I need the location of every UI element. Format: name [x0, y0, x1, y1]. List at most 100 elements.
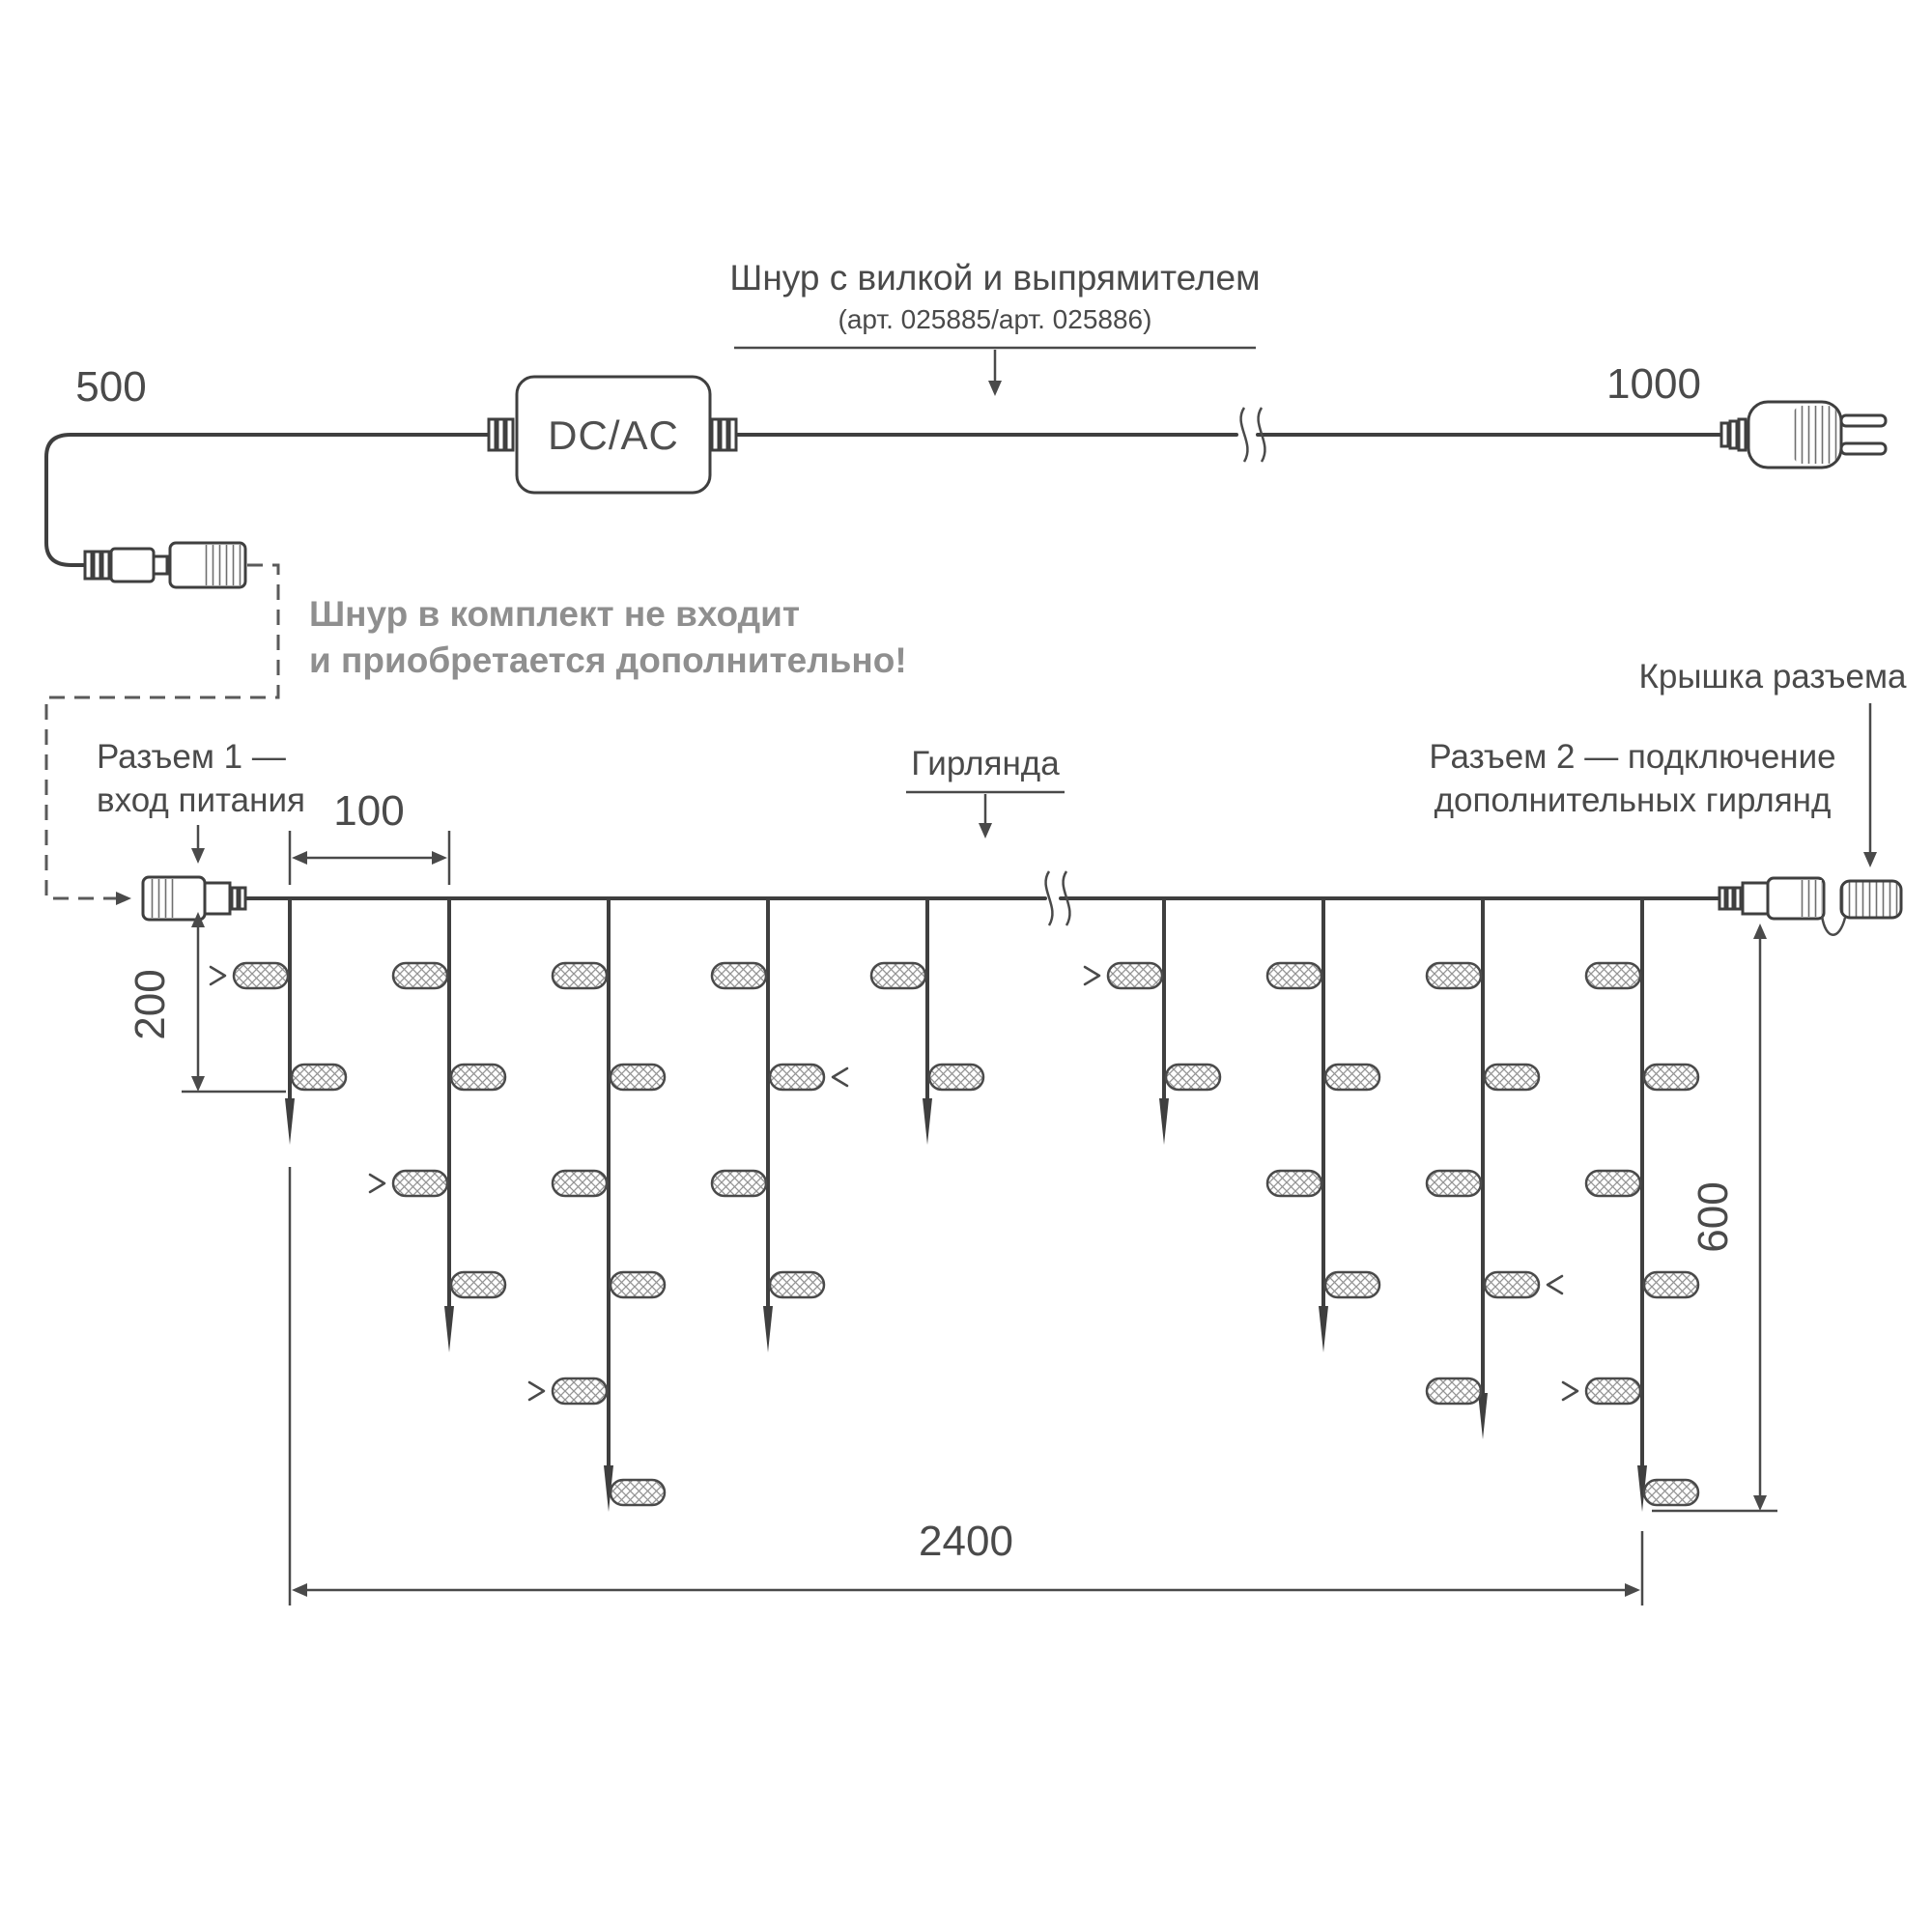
drop-tip	[763, 1306, 773, 1352]
drop-tip	[923, 1098, 932, 1145]
led-bulb-icon	[1584, 1169, 1642, 1198]
bulb-marker-arrow-icon	[1083, 965, 1101, 986]
cord-dim-right: 1000	[1606, 360, 1701, 408]
dim-max-drop-text: 600	[1690, 1181, 1737, 1252]
drop-tip	[1637, 1465, 1647, 1512]
led-bulb-icon	[1584, 961, 1642, 990]
cap-label: Крышка разъема	[1638, 658, 1907, 867]
down-arrowhead	[1753, 1495, 1767, 1511]
led-bulb-icon	[391, 1169, 449, 1198]
note-line2: и приобретается дополнительно!	[309, 640, 907, 680]
led-bulb-icon	[768, 1063, 826, 1092]
garland-label-text: Гирлянда	[911, 745, 1060, 782]
bulb-marker-arrow-icon	[831, 1066, 849, 1088]
right-arrowhead	[116, 892, 131, 905]
dim-drop-spacing-text: 100	[333, 787, 404, 835]
garland-drops	[209, 896, 1700, 1512]
garland-label: Гирлянда	[906, 745, 1065, 838]
left-arrowhead	[292, 1583, 307, 1597]
led-bulb-icon	[927, 1063, 985, 1092]
note: Шнур в комплект не входит и приобретаетс…	[309, 594, 907, 680]
led-bulb-icon	[551, 961, 609, 990]
down-arrowhead	[1863, 852, 1877, 867]
garland-output-connector-icon	[1718, 876, 1903, 936]
connector1-line1: Разъем 1 —	[97, 738, 286, 776]
drop-tip	[1159, 1098, 1169, 1145]
connector1-line2: вход питания	[97, 781, 305, 819]
garland-drop	[1561, 896, 1700, 1512]
wire-break-icon	[1044, 870, 1071, 926]
drop-tip	[1319, 1306, 1328, 1352]
led-bulb-icon	[609, 1063, 667, 1092]
garland-drop	[710, 896, 849, 1352]
cord-output-connector-icon	[83, 541, 247, 589]
cord-title: Шнур с вилкой и выпрямителем	[729, 258, 1260, 298]
led-bulb-icon	[1483, 1063, 1541, 1092]
led-bulb-icon	[1265, 1169, 1323, 1198]
connector-cap-icon	[1839, 879, 1903, 920]
led-bulb-icon	[1164, 1063, 1222, 1092]
cord-dim-left: 500	[75, 363, 146, 411]
garland-drop	[1425, 896, 1564, 1439]
down-arrowhead	[979, 823, 992, 838]
led-bulb-icon	[1642, 1478, 1700, 1507]
dim-first-drop-text: 200	[127, 969, 174, 1039]
up-arrowhead	[1753, 923, 1767, 939]
led-bulb-icon	[768, 1270, 826, 1299]
bulb-marker-arrow-icon	[1546, 1274, 1564, 1295]
dimension-total-length: 2400	[288, 1167, 1644, 1605]
led-bulb-icon	[710, 1169, 768, 1198]
led-bulb-icon	[551, 1169, 609, 1198]
converter-box: DC/AC	[487, 375, 738, 495]
left-arrowhead	[292, 851, 307, 865]
led-bulb-icon	[1642, 1063, 1700, 1092]
cable-break-icon	[1239, 407, 1266, 463]
cord-callout: Шнур с вилкой и выпрямителем (арт. 02588…	[729, 258, 1261, 396]
led-bulb-icon	[1265, 961, 1323, 990]
cord-cable-left	[44, 433, 492, 567]
dimension-first-drop: 200	[127, 912, 286, 1094]
bulb-marker-arrow-icon	[527, 1380, 546, 1402]
garland-drop	[1083, 896, 1222, 1145]
down-arrowhead	[191, 1076, 205, 1092]
dimension-drop-spacing: 100	[288, 787, 451, 885]
dimension-max-drop: 600	[1652, 923, 1777, 1513]
garland-drop	[368, 896, 507, 1352]
bulb-marker-arrow-icon	[1561, 1380, 1579, 1402]
garland-drop	[1265, 896, 1381, 1352]
led-bulb-icon	[391, 961, 449, 990]
right-arrowhead	[432, 851, 447, 865]
right-arrowhead	[1625, 1583, 1640, 1597]
drop-tip	[604, 1465, 613, 1512]
led-bulb-icon	[449, 1270, 507, 1299]
converter-label: DC/AC	[548, 412, 679, 458]
led-bulb-icon	[449, 1063, 507, 1092]
led-bulb-icon	[1106, 961, 1164, 990]
led-bulb-icon	[551, 1377, 609, 1406]
connector2-line2: дополнительных гирлянд	[1435, 781, 1832, 819]
cord-subtitle: (арт. 025885/арт. 025886)	[838, 304, 1152, 334]
led-bulb-icon	[1425, 1169, 1483, 1198]
cap-tether	[1820, 915, 1847, 936]
power-plug-icon	[1719, 400, 1888, 469]
led-bulb-icon	[232, 961, 290, 990]
led-bulb-icon	[1584, 1377, 1642, 1406]
led-bulb-icon	[869, 961, 927, 990]
garland-drop	[527, 896, 667, 1512]
led-bulb-icon	[1425, 1377, 1483, 1406]
led-bulb-icon	[290, 1063, 348, 1092]
dim-total-length-text: 2400	[919, 1518, 1013, 1565]
bulb-marker-arrow-icon	[368, 1173, 386, 1194]
drop-tip	[444, 1306, 454, 1352]
led-bulb-icon	[1323, 1270, 1381, 1299]
power-cord-assembly: Шнур с вилкой и выпрямителем (арт. 02588…	[44, 258, 1888, 589]
led-bulb-icon	[1323, 1063, 1381, 1092]
connector2-line1: Разъем 2 — подключение	[1429, 738, 1835, 776]
led-bulb-icon	[1483, 1270, 1541, 1299]
drop-tip	[1478, 1393, 1488, 1439]
led-bulb-icon	[609, 1270, 667, 1299]
down-arrowhead	[191, 848, 205, 864]
dashed-connection-path	[44, 563, 280, 905]
led-bulb-icon	[609, 1478, 667, 1507]
